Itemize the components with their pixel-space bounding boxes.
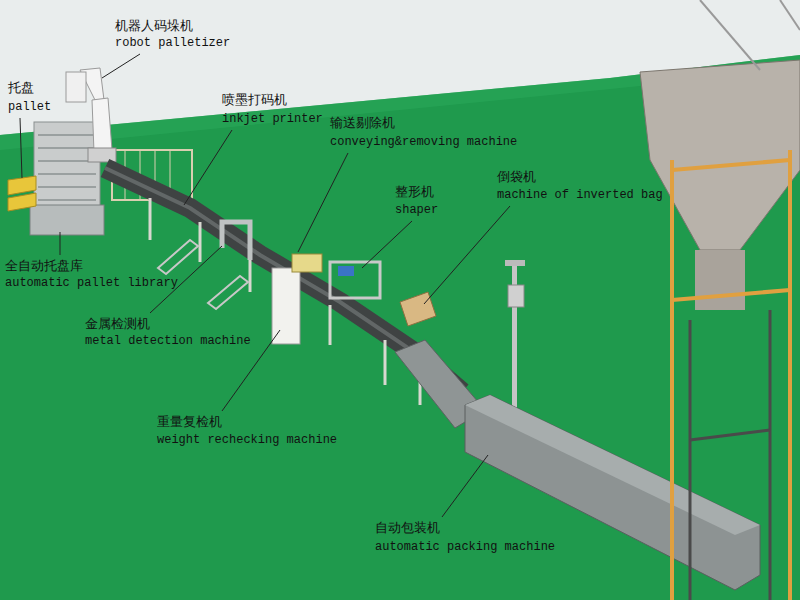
callout-label: robot palletizer xyxy=(115,36,230,50)
callout-label: automatic pallet library xyxy=(5,276,178,290)
callout-label: 倒袋机 xyxy=(497,169,536,185)
callout-label: 金属检测机 xyxy=(85,316,150,332)
callout-label: 全自动托盘库 xyxy=(5,258,83,274)
callout-label: 机器人码垛机 xyxy=(115,18,193,34)
callout-label: metal detection machine xyxy=(85,334,251,348)
callout-label: 重量复检机 xyxy=(157,414,222,430)
callout-label: weight rechecking machine xyxy=(157,433,337,447)
callout-label: 输送剔除机 xyxy=(330,115,395,131)
callout-label: pallet xyxy=(8,100,51,114)
callout-label: conveying&removing machine xyxy=(330,135,517,149)
callout-label: 托盘 xyxy=(8,80,34,96)
callout-label: 自动包装机 xyxy=(375,520,440,536)
callout-label: automatic packing machine xyxy=(375,540,555,554)
callout-label: 喷墨打码机 xyxy=(222,92,287,108)
callout-label: inkjet printer xyxy=(222,112,323,126)
callout-label: shaper xyxy=(395,203,438,217)
callout-label: 整形机 xyxy=(395,184,434,200)
callout-label: machine of inverted bag xyxy=(497,188,663,202)
